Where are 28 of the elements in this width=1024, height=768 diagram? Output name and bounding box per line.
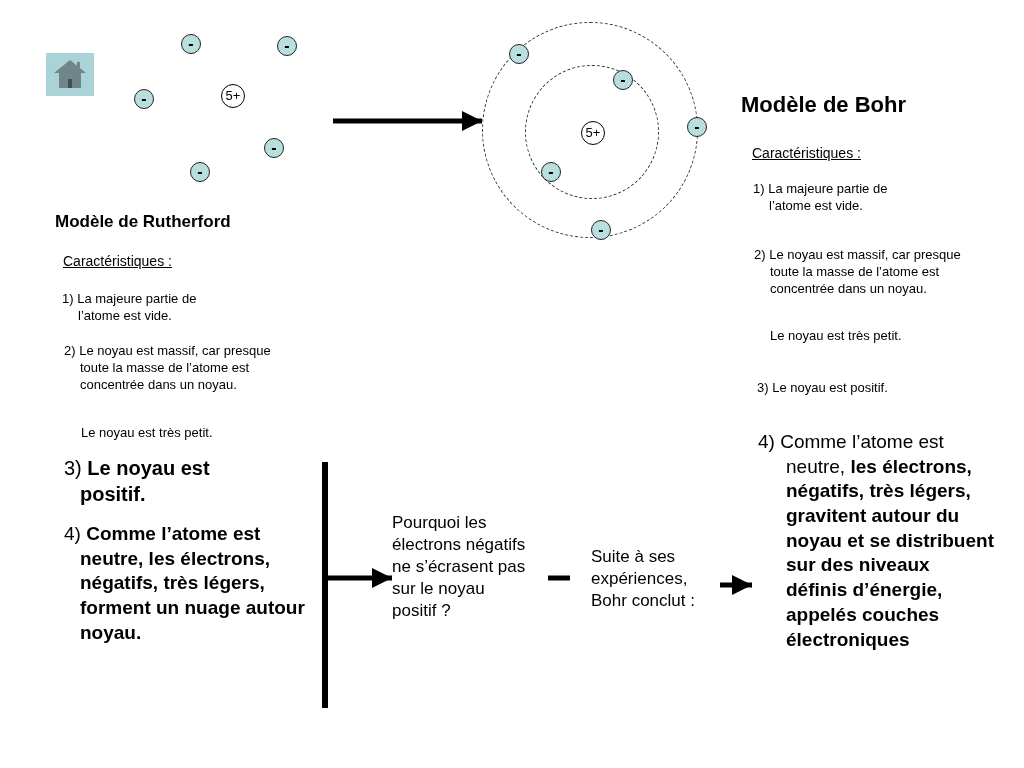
arrow — [333, 111, 482, 131]
question-text: Pourquoi les électrons négatifs ne s’écrasent pas sur le noyau positif ? — [392, 512, 548, 623]
list-item: 3) Le noyau est positif. — [757, 380, 889, 397]
note-text: Le noyau est très petit. — [81, 425, 214, 442]
nucleus-circle: 5+ — [581, 121, 605, 145]
electron-circle: - — [264, 138, 284, 158]
subheading: Caractéristiques : — [63, 252, 173, 271]
electron-circle: - — [190, 162, 210, 182]
electron-circle: - — [277, 36, 297, 56]
electron-circle: - — [687, 117, 707, 137]
list-item: 1) La majeure partie de l’atome est vide. — [753, 181, 889, 215]
list-item: 1) La majeure partie de l’atome est vide. — [62, 291, 198, 325]
conclusion-text: Suite à ses expériences, Bohr conclut : — [570, 546, 720, 613]
connector-line — [548, 575, 570, 581]
arrow — [328, 568, 392, 588]
heading: Modèle de Rutherford — [55, 211, 232, 233]
list-item: 2) Le noyau est massif, car presque toute la masse de l’atome est concentrée dans un noyau. — [64, 343, 272, 394]
list-item: 3) Le noyau est positif. — [64, 456, 211, 507]
note-text: Le noyau est très petit. — [770, 328, 903, 345]
list-item: 2) Le noyau est massif, car presque toute la masse de l’atome est concentrée dans un noyau. — [754, 247, 962, 298]
heading: Modèle de Bohr — [741, 91, 907, 119]
nucleus-circle: 5+ — [221, 84, 245, 108]
list-item: 4) Comme l’atome est neutre, les électrons, négatifs, très légers, forment un nuage autour noyau. — [64, 522, 306, 645]
electron-circle: - — [134, 89, 154, 109]
bohr-conclusion-text: 4) Comme l’atome est neutre, les électrons, négatifs, très légers, gravitent autour du noyau et se distribuent sur des niveaux définis d’énergie, appelés couches électroniques — [752, 430, 995, 653]
subheading: Caractéristiques : — [752, 144, 862, 163]
arrow — [720, 575, 752, 595]
electron-circle: - — [181, 34, 201, 54]
